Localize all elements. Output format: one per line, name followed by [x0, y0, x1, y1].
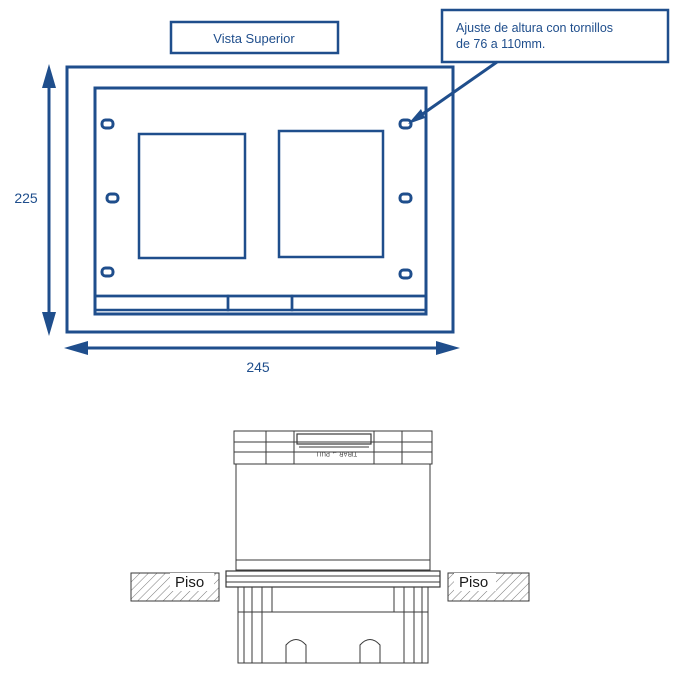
dimension-width-arrow-left	[64, 341, 88, 355]
screw-top-left	[100, 118, 115, 130]
outlet-window-left	[137, 132, 247, 260]
note-box	[440, 8, 670, 64]
screw-bottom-right	[398, 268, 413, 280]
floor-label-left: Piso	[175, 574, 204, 591]
dimension-height-arrow-top	[42, 64, 56, 88]
slot-right	[290, 294, 428, 312]
dimension-height-arrow-bottom	[42, 312, 56, 336]
lid-handle	[296, 433, 372, 445]
dimension-height-label: 225	[14, 190, 38, 206]
floor-label-bg-left	[170, 573, 214, 591]
screw-mid-left	[105, 192, 120, 204]
top-view: Vista Superior Ajuste de altura con torn…	[14, 8, 670, 375]
lower-housing	[237, 586, 429, 664]
floor-label-bg-right	[454, 573, 496, 591]
knockout-right	[359, 639, 381, 663]
title-text: Vista Superior	[213, 31, 295, 46]
title-box	[169, 20, 340, 55]
box-body	[235, 463, 431, 571]
screw-bottom-left	[100, 266, 115, 278]
slot-left	[93, 294, 230, 312]
screw-mid-right	[398, 192, 413, 204]
inner-plate	[93, 86, 428, 316]
screw-top-right	[398, 118, 413, 130]
dimension-width-arrow-right	[436, 341, 460, 355]
knockout-left	[285, 639, 307, 663]
floor-label-right: Piso	[459, 574, 488, 591]
note-leader-line	[413, 60, 498, 122]
slot-center	[226, 294, 294, 312]
outer-frame	[65, 65, 455, 334]
note-text-line2: de 76 a 110mm.	[456, 37, 545, 51]
lid-pull-text: TIRAR → PULL	[314, 450, 357, 456]
note-leader-arrowhead	[408, 109, 425, 124]
dimension-width-label: 245	[246, 359, 270, 375]
side-view: TIRAR → PULL Piso Piso	[130, 430, 530, 664]
box-flange	[225, 570, 441, 588]
outlet-window-right	[277, 129, 385, 259]
note-text-line1: Ajuste de altura con tornillos	[456, 21, 613, 35]
